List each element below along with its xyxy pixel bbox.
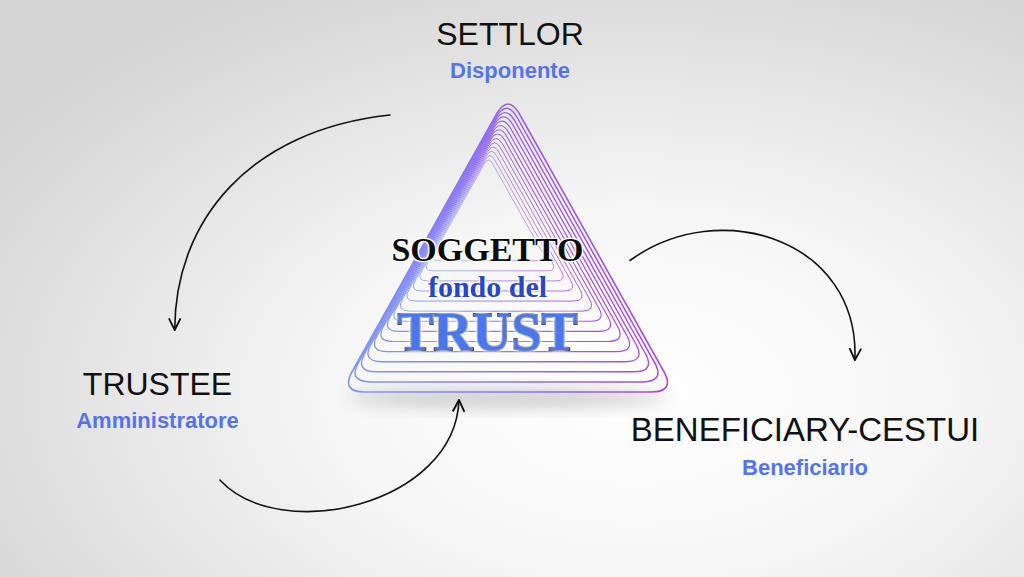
trust-fund-node: SOGGETTOfondo delTRUST (345, 90, 630, 400)
settlor-node: SETTLOR Disponente (390, 15, 630, 115)
triangle-shadow (348, 388, 668, 408)
role-title: SETTLOR (436, 15, 584, 53)
trust-heading: SOGGETTO (391, 231, 583, 269)
curved-arrow (630, 230, 855, 360)
role-title: TRUSTEE (83, 365, 232, 403)
trustee-node: TRUSTEE Amministratore (50, 330, 265, 480)
role-subtitle: Beneficiario (742, 454, 868, 482)
beneficiary-node: BENEFICIARY-CESTUI Beneficiario (590, 360, 1020, 500)
nested-triangles (349, 104, 668, 392)
role-subtitle: Amministratore (76, 407, 239, 435)
role-subtitle: Disponente (450, 57, 570, 85)
trust-title: TRUST (397, 305, 577, 359)
curved-arrow (175, 115, 390, 330)
role-title: BENEFICIARY-CESTUI (631, 410, 979, 450)
trust-subheading: fondo del (428, 269, 547, 305)
curved-arrow (220, 400, 459, 511)
